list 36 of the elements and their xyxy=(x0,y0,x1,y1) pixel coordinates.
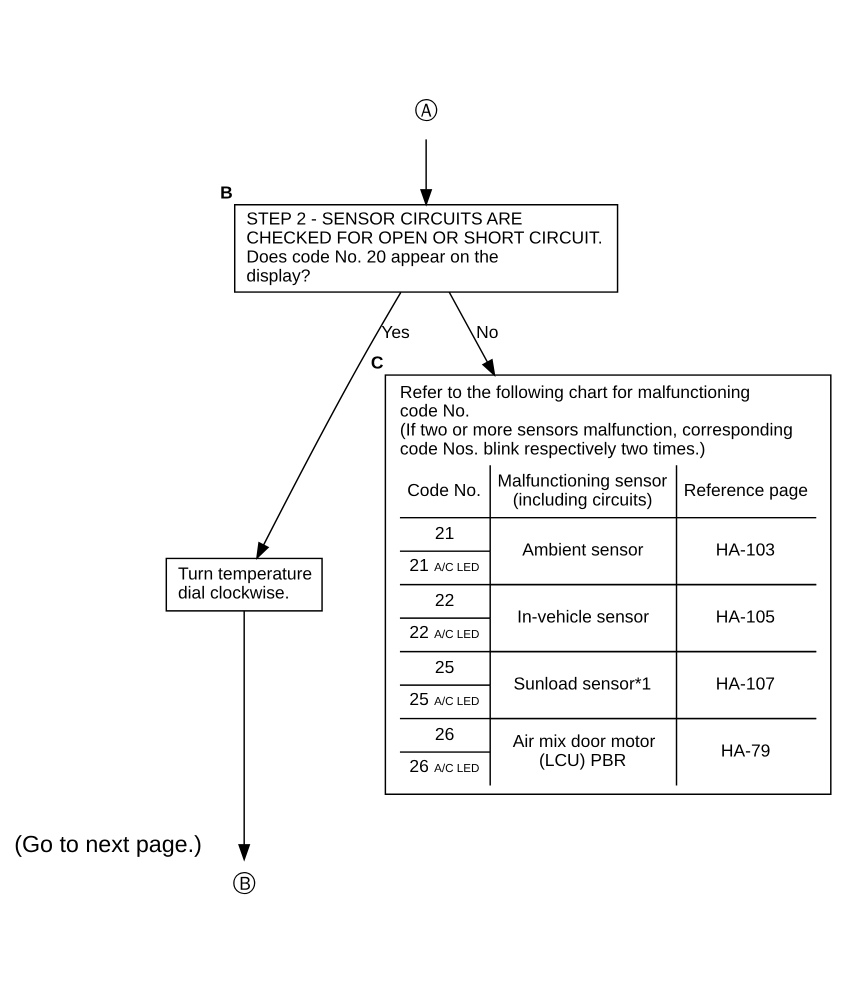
label: 26 xyxy=(434,724,454,744)
label: In-vehicle sensor xyxy=(517,606,650,627)
label: Sunload sensor*1 xyxy=(513,674,652,694)
label: Reference page xyxy=(684,480,808,500)
arrow xyxy=(448,292,496,377)
label: HA-103 xyxy=(716,540,775,560)
label: 21 xyxy=(409,554,429,575)
edge-label: Yes xyxy=(381,322,410,342)
label: Malfunctioning sensor (including circuits) xyxy=(497,470,668,510)
label: 22 xyxy=(409,622,429,642)
node-text: Ⓑ xyxy=(232,870,256,897)
node-box: STEP 2 - SENSOR CIRCUITS ARE CHECKED FOR OPEN OR SHORT CIRCUIT. Does code No. 20 appear on the display? xyxy=(234,204,618,293)
node-label: C xyxy=(370,352,384,373)
edge-label: No xyxy=(476,322,498,342)
label: 25 xyxy=(409,688,429,709)
label: A/C LED xyxy=(434,560,480,574)
label: 22 xyxy=(434,590,454,610)
label: HA-107 xyxy=(716,674,775,694)
arrow xyxy=(420,139,432,207)
label: 21 xyxy=(434,522,454,543)
label: Air mix door motor (LCU) PBR xyxy=(512,731,656,770)
label: A/C LED xyxy=(434,694,480,708)
label: A/C LED xyxy=(434,628,480,641)
label: 26 xyxy=(409,756,429,776)
node-label: (Go to next page.) xyxy=(14,831,202,858)
label: 25 xyxy=(434,656,454,677)
label: A/C LED xyxy=(434,762,480,775)
arrow xyxy=(238,611,250,862)
node-label: B xyxy=(220,182,233,202)
label: Ambient sensor xyxy=(522,540,644,560)
arrow xyxy=(256,292,402,560)
node-text: Ⓐ xyxy=(414,98,438,124)
label: HA-105 xyxy=(716,606,775,627)
label: Code No. xyxy=(407,480,481,500)
node-box: Turn temperature dial clockwise. xyxy=(166,558,323,612)
label: HA-79 xyxy=(720,740,770,761)
